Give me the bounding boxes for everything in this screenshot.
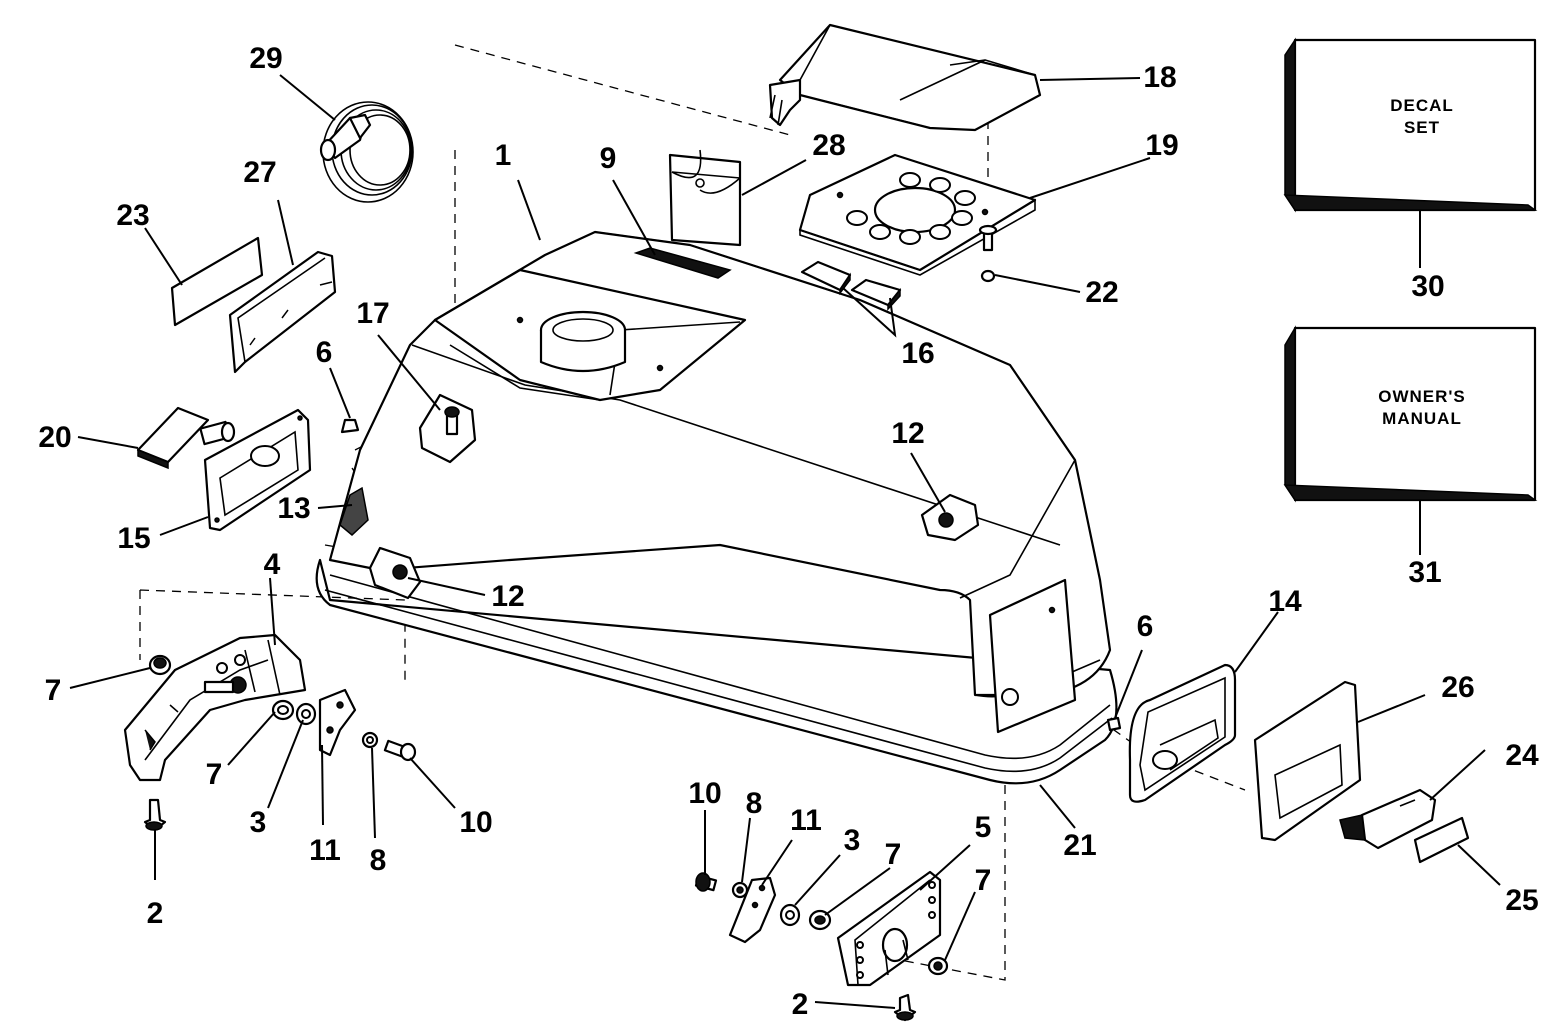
callout-29: 29: [249, 42, 282, 75]
decal-set-line1: DECAL: [1390, 96, 1454, 115]
callout-numbers: 29 27 23 1 9 28 18 19 22 16 17 6 20 13 1…: [38, 42, 1539, 1021]
callout-8-right: 8: [746, 787, 763, 820]
callout-16: 16: [901, 337, 934, 370]
callout-7-upper-right: 7: [885, 838, 902, 871]
callout-7-upper-left: 7: [45, 674, 62, 707]
callout-12-left: 12: [491, 580, 524, 613]
part-30-decal-set-box: DECAL SET: [1283, 37, 1538, 213]
part-22-screw: [978, 224, 998, 283]
callout-2-right: 2: [792, 988, 809, 1021]
callout-7-lower-left: 7: [206, 758, 223, 791]
engine-cover-cowl: [315, 230, 1118, 785]
callout-26: 26: [1441, 671, 1474, 704]
part-25-decal: [1413, 816, 1470, 864]
part-23-decal: [170, 236, 264, 327]
decal-set-line2: SET: [1404, 118, 1440, 137]
part-12-latch-right: [920, 493, 980, 542]
callout-11-right: 11: [790, 804, 822, 837]
callout-8-left: 8: [370, 844, 387, 877]
callout-19: 19: [1145, 129, 1178, 162]
right-hardware: [694, 872, 949, 1022]
callout-6-right: 6: [1137, 610, 1154, 643]
callout-4: 4: [264, 548, 281, 581]
part-18-top-cover: [768, 23, 1042, 132]
callout-3-left: 3: [250, 806, 267, 839]
callout-2-left: 2: [147, 897, 164, 930]
left-hardware: [143, 654, 417, 832]
owners-manual-line2: MANUAL: [1382, 409, 1462, 428]
part-14-frame-right: [1128, 663, 1237, 803]
part-4-bracket-left: [123, 633, 307, 782]
part-20-handle: [136, 406, 236, 470]
callout-27: 27: [243, 156, 276, 189]
part-24-handle: [1339, 788, 1437, 850]
callout-25: 25: [1505, 884, 1538, 917]
callout-30: 30: [1411, 270, 1444, 303]
part-16-pads: [800, 260, 902, 311]
part-13-seal-tape: [339, 486, 369, 537]
callout-22: 22: [1085, 276, 1118, 309]
owners-manual-line1: OWNER'S: [1378, 387, 1466, 406]
part-31-owners-manual-box: OWNER'S MANUAL: [1283, 325, 1538, 503]
part-29-cable-coil: [319, 101, 414, 203]
part-5-bracket-right: [836, 870, 942, 987]
callout-15: 15: [117, 522, 150, 555]
part-15-frame: [203, 408, 312, 532]
callout-17: 17: [356, 297, 389, 330]
callout-9: 9: [600, 142, 617, 175]
part-6-pin-left: [340, 418, 360, 434]
part-17-knob: [418, 393, 477, 464]
callout-14: 14: [1268, 585, 1302, 618]
callout-3-right: 3: [844, 824, 861, 857]
callout-6-left: 6: [316, 336, 333, 369]
callout-18: 18: [1143, 61, 1176, 94]
part-12-latch-left: [368, 546, 422, 600]
callout-1: 1: [495, 139, 512, 172]
callout-21: 21: [1063, 829, 1096, 862]
callout-20: 20: [38, 421, 71, 454]
callout-11-left: 11: [309, 834, 341, 867]
callout-12-right: 12: [891, 417, 924, 450]
part-27-plate: [228, 250, 337, 374]
callout-10-right: 10: [688, 777, 721, 810]
part-19-vent-plate: [798, 153, 1037, 276]
part-28-decal-sheet: [668, 149, 742, 247]
callout-24: 24: [1505, 739, 1539, 772]
callout-28: 28: [812, 129, 845, 162]
leader-lines: [69, 74, 1501, 1009]
callout-13: 13: [277, 492, 310, 525]
callout-31: 31: [1408, 556, 1441, 589]
callout-23: 23: [116, 199, 149, 232]
callout-5: 5: [975, 811, 992, 844]
callout-10-left: 10: [459, 806, 492, 839]
part-26-decal-panel: [1253, 680, 1362, 842]
part-6-pin-right: [1106, 716, 1122, 732]
callout-7-lower-right: 7: [975, 864, 992, 897]
